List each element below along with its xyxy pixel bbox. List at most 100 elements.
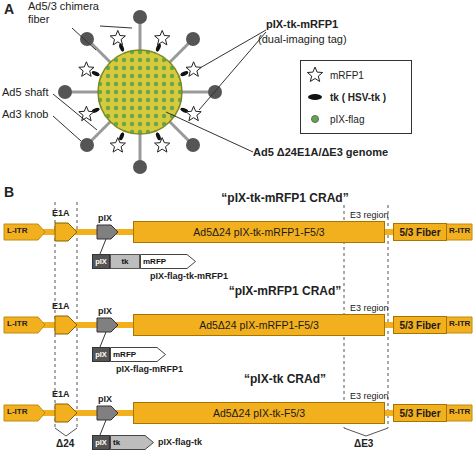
construct-title: “pIX-tk-mRFP1 CRAd” bbox=[165, 191, 405, 205]
node-text: tk bbox=[113, 438, 120, 447]
mrfp-star bbox=[79, 62, 94, 77]
itr-shape bbox=[4, 405, 45, 421]
fusion-label: pIX-flag-tk-mRFP1 bbox=[150, 271, 228, 282]
node-text: pIX bbox=[95, 438, 107, 447]
fusion-pointer bbox=[100, 420, 106, 435]
pix-segment: pIX bbox=[92, 254, 110, 269]
fusion-label: pIX-flag-mRFP1 bbox=[116, 364, 183, 375]
mrfp-star bbox=[155, 138, 170, 153]
e1a-gene bbox=[55, 223, 77, 241]
legend-text: pIX-flag bbox=[330, 114, 364, 125]
gene-label: pIX bbox=[98, 213, 112, 224]
fusion-arrow: tk bbox=[110, 435, 154, 450]
legend-symbol bbox=[305, 88, 325, 106]
deletion-bracket bbox=[344, 428, 388, 436]
dashed-guide bbox=[77, 202, 78, 428]
mrfp-star bbox=[110, 138, 125, 153]
fusion-label: pIX-flag-tk bbox=[158, 437, 202, 448]
legend-symbol bbox=[305, 66, 325, 84]
leader-line bbox=[166, 112, 253, 152]
mrfp-stars bbox=[79, 30, 201, 152]
pix-gene bbox=[97, 225, 118, 239]
node-text: Ad5Δ24 pIX-mRFP1-F5/3 bbox=[199, 319, 319, 331]
construct-title: “pIX-mRFP1 CRAd” bbox=[165, 284, 405, 298]
part-label: Ad5/3 chimera fiber bbox=[28, 0, 114, 26]
fusion-arrow: mRFP bbox=[110, 347, 166, 362]
gene-label: E1A bbox=[52, 301, 70, 312]
legend-text: tk ( HSV-tk ) bbox=[330, 92, 386, 103]
fiber-gene-box: 5/3 Fiber bbox=[393, 316, 447, 334]
genome-box: Ad5Δ24 pIX-tk-F5/3 bbox=[133, 402, 385, 424]
gene-label: pIX bbox=[98, 394, 112, 405]
part-label: Ad5 Δ24E1A/ΔE3 genome bbox=[253, 146, 388, 159]
mrfp-star bbox=[79, 106, 94, 121]
tk-oval bbox=[91, 70, 100, 77]
mrfp-star bbox=[186, 62, 201, 77]
legend-box: mRFP1 tk ( HSV-tk ) pIX-flag bbox=[300, 60, 412, 134]
genome-box: Ad5Δ24 pIX-mRFP1-F5/3 bbox=[133, 314, 385, 336]
itr-label: R-ITR bbox=[449, 319, 470, 329]
leader-line bbox=[53, 94, 97, 130]
arrow-shape bbox=[111, 348, 166, 362]
part-label: Ad5 shaft bbox=[2, 86, 48, 99]
itr-label: L-ITR bbox=[7, 407, 27, 417]
node-text: tk bbox=[121, 257, 128, 266]
itr-shape bbox=[4, 317, 45, 333]
part-label: (dual-imaging tag) bbox=[258, 33, 347, 46]
fiber-gene-box: 5/3 Fiber bbox=[393, 404, 447, 422]
leader-lines bbox=[53, 26, 266, 152]
itr-shape bbox=[4, 224, 45, 240]
fiber-shafts bbox=[65, 17, 215, 167]
region-label: E3 region bbox=[350, 391, 389, 402]
fiber-knobs bbox=[58, 10, 222, 174]
fiber-knob bbox=[80, 138, 94, 152]
pix-segment: pIX bbox=[92, 435, 110, 450]
fiber-knob bbox=[133, 10, 147, 24]
node-text: pIX bbox=[95, 350, 107, 359]
panel-letter: B bbox=[4, 184, 14, 201]
node-text: Ad5Δ24 pIX-tk-F5/3 bbox=[213, 407, 305, 419]
genome-box: Ad5Δ24 pIX-tk-mRFP1-F5/3 bbox=[133, 221, 385, 243]
construct-title: “pIX-tk CRAd” bbox=[165, 372, 405, 386]
fiber-knob bbox=[186, 32, 200, 46]
node-text: mRFP bbox=[113, 350, 136, 359]
arrow-shape bbox=[141, 255, 196, 269]
legend-row: pIX-flag bbox=[305, 110, 364, 128]
tk-symbol bbox=[308, 94, 322, 100]
itr-label: R-ITR bbox=[449, 407, 470, 417]
tk-oval bbox=[118, 132, 125, 141]
fusion-pointer bbox=[100, 332, 106, 347]
itr-label: L-ITR bbox=[7, 226, 27, 236]
pix-gene bbox=[97, 318, 118, 332]
leader-line bbox=[200, 30, 266, 68]
node-text: 5/3 Fiber bbox=[399, 408, 440, 419]
arrow-shape bbox=[111, 436, 154, 450]
fusion-pointer bbox=[100, 239, 106, 254]
leader-line bbox=[53, 116, 81, 141]
pix-stems bbox=[92, 44, 188, 140]
pix-flag-symbol bbox=[312, 116, 319, 123]
mrfp-star bbox=[155, 30, 170, 45]
fiber-knob bbox=[186, 138, 200, 152]
itr-label: R-ITR bbox=[449, 226, 470, 236]
e1a-gene bbox=[55, 404, 77, 422]
part-label: pIX-tk-mRFP1 bbox=[266, 18, 338, 31]
node-text: Ad5Δ24 pIX-tk-mRFP1-F5/3 bbox=[193, 226, 324, 238]
node-text: 5/3 Fiber bbox=[399, 227, 440, 238]
legend-text: mRFP1 bbox=[330, 70, 364, 81]
fiber-knob bbox=[133, 160, 147, 174]
leader-line bbox=[199, 32, 266, 110]
region-label: E3 region bbox=[350, 303, 389, 314]
legend-symbol bbox=[305, 110, 325, 128]
node-text: pIX bbox=[95, 257, 107, 266]
part-label: Ad3 knob bbox=[2, 108, 48, 121]
legend-row: tk ( HSV-tk ) bbox=[305, 88, 386, 106]
fiber-knob bbox=[58, 85, 72, 99]
fiber-gene-box: 5/3 Fiber bbox=[393, 223, 447, 241]
fiber-knob bbox=[80, 32, 94, 46]
pix-gene bbox=[97, 406, 118, 420]
leader-line bbox=[72, 28, 96, 50]
tk-ovals bbox=[91, 43, 189, 141]
node-text: mRFP bbox=[143, 257, 166, 266]
